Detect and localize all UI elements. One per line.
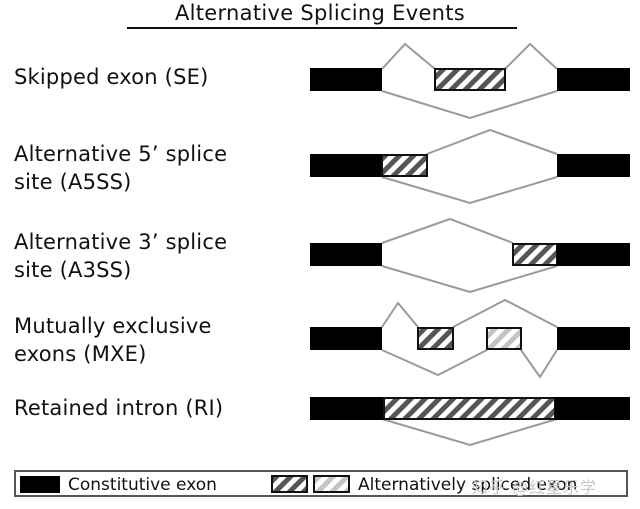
label-ri: Retained intron (RI) <box>14 394 223 422</box>
constitutive-exon <box>557 327 630 350</box>
splice-junction-line <box>381 301 419 328</box>
event-se <box>310 42 630 120</box>
constitutive-exon <box>310 243 382 266</box>
legend-constitutive-label: Constitutive exon <box>68 475 217 495</box>
splice-junction-line <box>381 42 436 70</box>
splice-junction-line <box>381 418 558 447</box>
splice-junction-line <box>381 265 558 294</box>
legend-alternative-swatch-light <box>313 475 350 493</box>
splice-junction-line <box>381 349 488 377</box>
splice-junction-line <box>452 298 558 328</box>
splice-junction-line <box>381 217 514 244</box>
label-line: Alternative 3’ splice <box>14 230 228 254</box>
alternative-exon <box>434 68 506 91</box>
legend-swatches <box>20 475 350 493</box>
alternative-exon <box>417 327 454 350</box>
title-underline <box>127 27 517 29</box>
label-mxe: Mutually exclusive exons (MXE) <box>14 312 212 368</box>
label-line: Retained intron (RI) <box>14 396 224 420</box>
label-line: site (A5SS) <box>14 170 132 194</box>
legend-alternative-swatch-dark <box>271 475 308 493</box>
label-line: site (A3SS) <box>14 258 132 282</box>
alternative-exon <box>512 243 558 266</box>
constitutive-exon <box>557 68 630 91</box>
event-a5ss <box>310 128 630 205</box>
alternative-exon <box>381 154 428 177</box>
label-a5ss: Alternative 5’ splice site (A5SS) <box>14 140 227 196</box>
alternative-exon-light <box>486 327 522 350</box>
watermark: 知乎 @红星乐学 <box>472 478 598 497</box>
splice-junction-line <box>381 176 558 205</box>
constitutive-exon <box>310 68 382 91</box>
label-se: Skipped exon (SE) <box>14 63 208 91</box>
constitutive-exon <box>557 243 630 266</box>
legend-constitutive-swatch <box>20 476 60 493</box>
label-line: Mutually exclusive <box>14 314 212 338</box>
event-ri <box>310 397 630 447</box>
constitutive-exon <box>310 397 384 420</box>
splice-junction-line <box>504 42 558 70</box>
constitutive-exon <box>557 154 630 177</box>
constitutive-exon <box>555 397 630 420</box>
legend-alternative-label: Alternatively spliced exon <box>358 475 578 495</box>
retained-intron <box>383 397 556 420</box>
splice-junction-line <box>426 128 558 155</box>
constitutive-exon <box>310 154 382 177</box>
event-mxe <box>310 298 630 379</box>
skipping-line <box>381 90 558 120</box>
page-title: Alternative Splicing Events <box>174 1 466 25</box>
legend <box>14 470 628 497</box>
event-a3ss <box>310 217 630 294</box>
label-line: Skipped exon (SE) <box>14 65 209 89</box>
label-a3ss: Alternative 3’ splice site (A3SS) <box>14 228 227 284</box>
splice-junction-line <box>520 349 558 379</box>
label-line: Alternative 5’ splice <box>14 142 228 166</box>
constitutive-exon <box>310 327 382 350</box>
label-line: exons (MXE) <box>14 342 147 366</box>
